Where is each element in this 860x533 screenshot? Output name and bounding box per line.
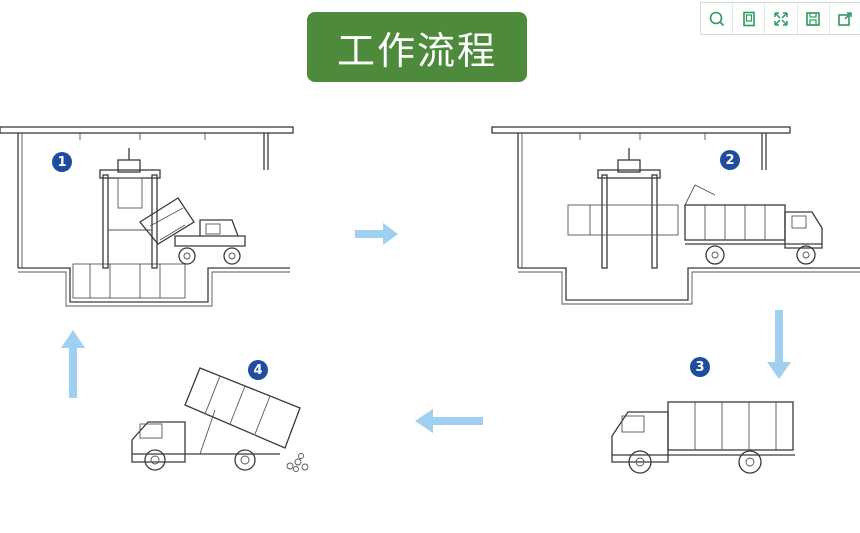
step-badge-2: 2: [720, 150, 740, 170]
arrow-left-icon: [415, 409, 483, 433]
step-badge-1: 1: [52, 152, 72, 172]
fullscreen-icon[interactable]: [765, 3, 798, 34]
save-icon[interactable]: [798, 3, 830, 34]
scene-1-station-unloading: [0, 126, 294, 307]
garbage-pile: [286, 453, 309, 472]
page-title-box: 工作流程: [307, 12, 527, 82]
page-title: 工作流程: [336, 28, 497, 73]
arrow-up-icon: [61, 330, 85, 398]
page-icon[interactable]: [733, 3, 766, 34]
external-icon[interactable]: [830, 3, 860, 34]
scene-2-station-loading: [491, 126, 860, 305]
arrow-right-icon: [355, 223, 398, 245]
step-badge-3: 3: [690, 357, 710, 377]
viewer-toolbar: [700, 2, 860, 35]
scene-3-transport-truck: [611, 401, 795, 474]
zoom-icon[interactable]: [701, 3, 734, 34]
step-badge-4: 4: [248, 360, 268, 380]
arrow-down-icon: [767, 310, 791, 379]
scene-4-dumping-truck: [131, 367, 309, 472]
